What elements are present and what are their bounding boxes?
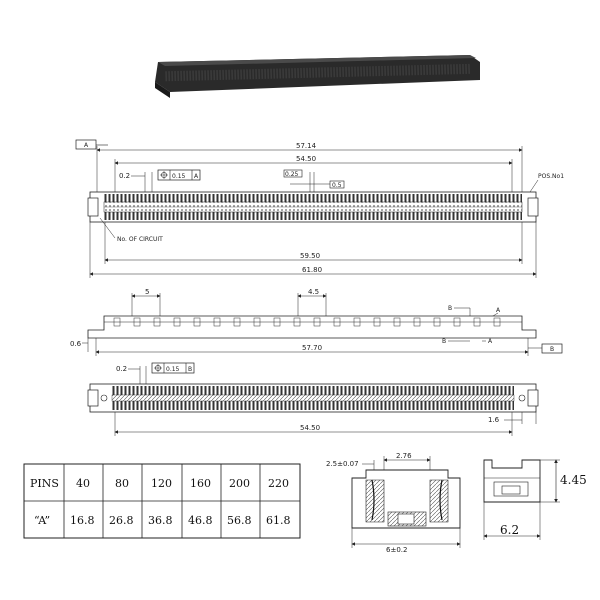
dim-5: 5 (145, 288, 149, 296)
front-slots (113, 317, 501, 327)
no-of-circuit-label: No. OF CIRCUIT (117, 236, 163, 243)
table-cell: 160 (190, 477, 211, 490)
datum-a-label: A (84, 142, 89, 149)
top-view: A 57.14 54.50 0.2 0.15 A 0.25 0.5 (75, 139, 564, 278)
table-cell: 220 (268, 477, 289, 490)
dim-0-2-top: 0.2 (119, 172, 130, 180)
dim-61-80: 61.80 (302, 266, 322, 274)
tolerance-ref-2: B (188, 366, 192, 373)
table-cell: 120 (151, 477, 172, 490)
dim-2-5: 2.5±0.07 (326, 460, 359, 468)
tolerance-value-2: 0.15 (166, 366, 180, 373)
section-b-bottom: B (442, 338, 446, 345)
dim-54-50-top: 54.50 (296, 155, 316, 163)
dim-4-45: 4.45 (560, 473, 587, 487)
table-cell: 200 (229, 477, 250, 490)
tolerance-ref-1: A (194, 173, 199, 180)
dim-57-14: 57.14 (296, 142, 317, 150)
table-cell: 46.8 (188, 514, 213, 527)
datum-b-label: B (550, 346, 554, 353)
dim-6: 6±0.2 (386, 546, 407, 554)
table-row-label: “A” (34, 514, 50, 527)
section-a-bottom: A (488, 338, 493, 345)
table-header-pins: PINS (30, 477, 59, 490)
section-b-top: B (448, 305, 452, 312)
table-cell: 56.8 (227, 514, 252, 527)
dim-0-2-bottom: 0.2 (116, 365, 127, 373)
dim-0-6: 0.6 (70, 340, 82, 348)
dim-59-50: 59.50 (300, 252, 320, 260)
pins-table: PINS “A” 40 80 120 160 200 220 16.8 26.8… (23, 463, 301, 539)
table-cell: 36.8 (148, 514, 173, 527)
dim-1-6: 1.6 (488, 416, 500, 424)
table-cell: 16.8 (70, 514, 95, 527)
table-cell: 61.8 (266, 514, 291, 527)
table-cell: 80 (115, 477, 129, 490)
dim-57-70: 57.70 (302, 344, 322, 352)
pos-no1-label: POS.No1 (538, 173, 564, 180)
box-0-25: 0.25 (285, 171, 299, 178)
front-view: 5 4.5 B A (70, 288, 563, 356)
dim-6-2: 6.2 (500, 523, 519, 537)
connector-3d-render (155, 55, 480, 98)
table-cell: 40 (76, 477, 90, 490)
dim-4-5: 4.5 (308, 288, 319, 296)
table-cell: 26.8 (109, 514, 134, 527)
cross-section-view: 2.5±0.07 2.76 6±0.2 (326, 452, 461, 554)
side-view: 4.45 6.2 (483, 459, 587, 540)
bottom-view: 0.2 0.15 B 54.50 1.6 (87, 362, 539, 436)
dim-2-76: 2.76 (396, 452, 412, 460)
dim-54-50-bottom: 54.50 (300, 424, 320, 432)
tolerance-value-1: 0.15 (172, 173, 186, 180)
box-0-5: 0.5 (332, 182, 342, 189)
section-a-top: A (496, 307, 501, 314)
